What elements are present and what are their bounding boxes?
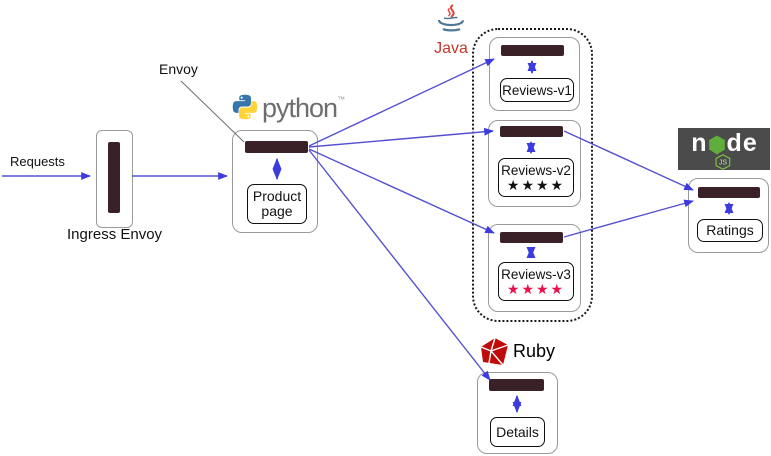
reviews-v1-label: Reviews-v1 xyxy=(500,78,574,102)
python-wordmark: python xyxy=(262,93,338,123)
productpage-label: Product page xyxy=(247,184,307,224)
envoy-callout-label: Envoy xyxy=(159,61,198,77)
node-js-badge: JS xyxy=(715,154,731,170)
ingress-envoy-sidecar-bar xyxy=(108,142,120,213)
ingress-envoy-label: Ingress Envoy xyxy=(67,226,163,243)
reviews-v3-sidecar-bar xyxy=(500,232,563,243)
java-icon xyxy=(437,4,465,32)
nodejs-logo: n d e JS xyxy=(678,128,770,170)
productpage-to-reviews-v2-arrow xyxy=(308,127,494,148)
ratings-sidecar-bar xyxy=(698,187,760,198)
python-trademark: ™ xyxy=(337,95,346,104)
ruby-icon xyxy=(480,337,509,366)
productpage-to-details-arrow xyxy=(308,149,491,381)
details-label-text: Details xyxy=(496,423,539,440)
productpage-sidecar-bar xyxy=(245,141,308,153)
details-sidecar-bar xyxy=(489,379,544,391)
reviews-v2-stars: ★★★★ xyxy=(506,176,566,193)
node-letter-e: e xyxy=(742,129,757,157)
reviews-v3-stars: ★★★★ xyxy=(506,280,566,297)
ruby-wordmark: Ruby xyxy=(513,341,556,361)
python-icon xyxy=(232,94,258,120)
reviews-v2-label: Reviews-v2 ★★★★ xyxy=(498,158,574,197)
reviews-v1-sidecar-bar xyxy=(501,45,564,56)
ruby-logo: Ruby xyxy=(479,337,555,367)
ratings-label-text: Ratings xyxy=(706,222,754,238)
details-label: Details xyxy=(490,417,545,447)
reviews-v2-label-text: Reviews-v2 xyxy=(501,162,571,178)
node-letter-n: n xyxy=(691,129,707,157)
java-logo: Java xyxy=(427,4,475,57)
reviews-v1-label-text: Reviews-v1 xyxy=(502,82,572,98)
reviews-v3-label: Reviews-v3 ★★★★ xyxy=(498,262,574,301)
ratings-label: Ratings xyxy=(697,219,763,242)
reviews-v3-label-text: Reviews-v3 xyxy=(501,266,571,282)
reviews-v2-sidecar-bar xyxy=(500,126,563,137)
productpage-label-text: Product page xyxy=(252,188,302,219)
requests-label: Requests xyxy=(10,154,65,169)
python-logo: python ™ xyxy=(231,93,345,123)
node-js-badge-text: JS xyxy=(719,160,728,167)
node-letter-d: d xyxy=(726,129,742,157)
node-hexagon-icon xyxy=(708,135,725,155)
productpage-to-reviews-v3-arrow xyxy=(308,148,495,234)
java-wordmark: Java xyxy=(434,40,468,57)
